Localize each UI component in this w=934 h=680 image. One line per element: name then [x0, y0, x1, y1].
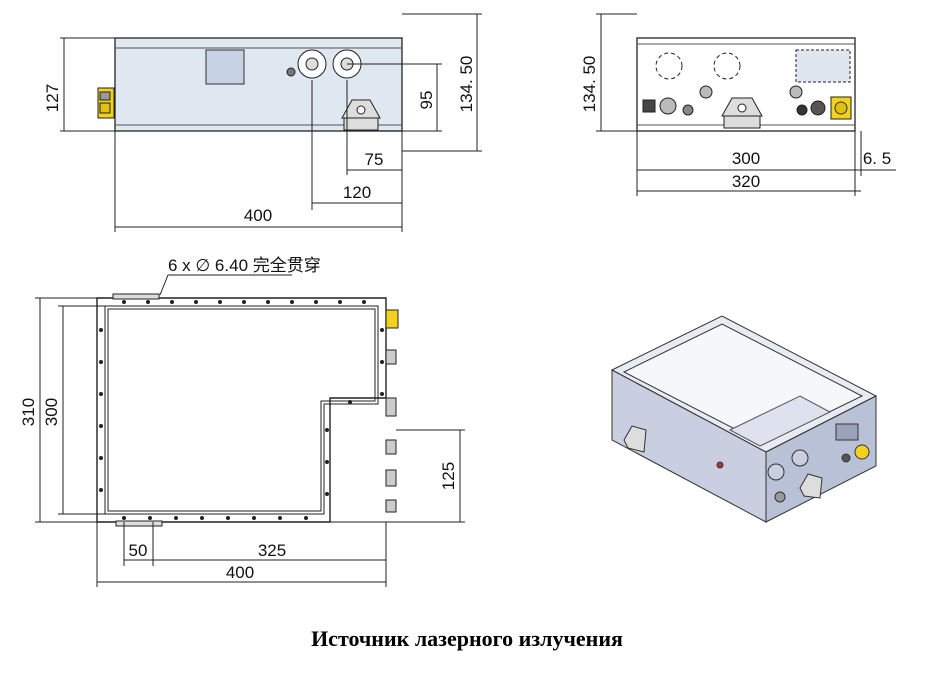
- isometric-view: [610, 315, 878, 523]
- dim-top-125: 125: [439, 462, 458, 490]
- dim-front-400: 400: [244, 206, 272, 225]
- front-window: [205, 49, 245, 85]
- dim-top-300: 300: [42, 398, 61, 426]
- dim-side-320: 320: [732, 172, 760, 191]
- dim-side-134-5: 134. 50: [580, 56, 599, 113]
- dim-top-325: 325: [258, 541, 286, 560]
- top-outline: [96, 297, 387, 523]
- dim-front-127: 127: [43, 84, 62, 112]
- dim-front-95: 95: [417, 91, 436, 110]
- side-port-1: [655, 52, 683, 80]
- side-socket: [642, 99, 656, 113]
- top-mount-holes: [99, 300, 384, 520]
- top-yellow-connector: [385, 309, 399, 329]
- front-bracket: [341, 99, 381, 131]
- side-view: [596, 13, 896, 196]
- dim-top-50: 50: [129, 541, 148, 560]
- caption: Источник лазерного излучения: [311, 626, 623, 651]
- front-view: [60, 13, 482, 232]
- side-port-2: [713, 52, 741, 80]
- hole-note: 6 x ∅ 6.40 完全贯穿: [168, 256, 321, 275]
- dim-front-120: 120: [343, 183, 371, 202]
- iso-yellow-connector: [854, 444, 870, 460]
- top-tab: [112, 293, 160, 300]
- dim-front-75: 75: [365, 150, 384, 169]
- side-bnc: [659, 97, 677, 115]
- dim-side-300: 300: [732, 149, 760, 168]
- top-side-connectors: [385, 349, 397, 513]
- dim-side-6-5: 6. 5: [863, 149, 891, 168]
- dim-top-400: 400: [226, 563, 254, 582]
- side-window: [795, 49, 851, 83]
- iso-bracket: [623, 425, 823, 499]
- front-connector: [97, 87, 115, 119]
- top-tab-bottom: [115, 520, 163, 527]
- dim-front-134-5: 134. 50: [457, 56, 476, 113]
- top-view: [35, 274, 465, 587]
- dim-top-310: 310: [19, 398, 38, 426]
- front-port-small: [286, 67, 296, 77]
- side-bracket: [721, 97, 763, 129]
